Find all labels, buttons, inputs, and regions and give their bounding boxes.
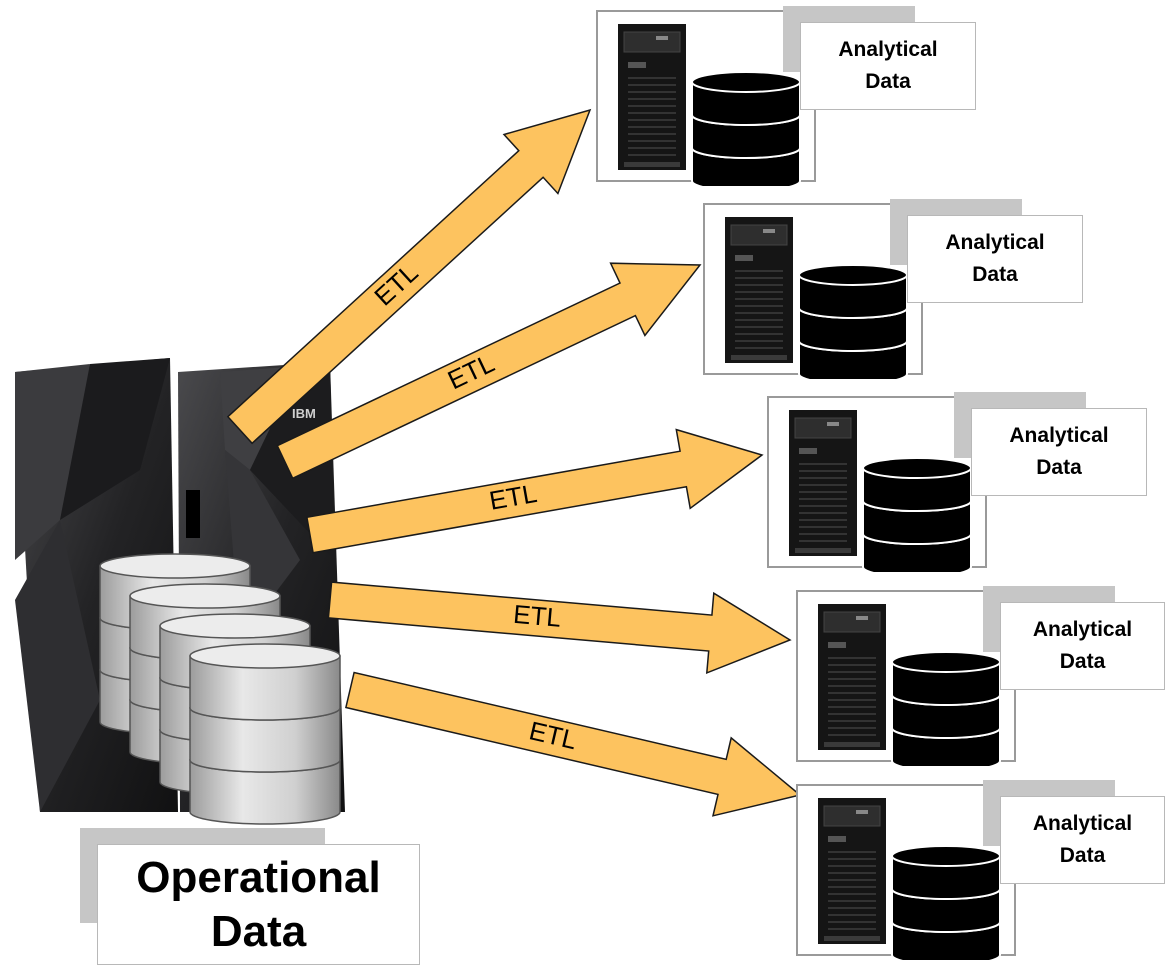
analytical-data-label: Analytical Data <box>907 215 1083 303</box>
disk-stack-4 <box>189 643 341 825</box>
database-icon <box>891 651 1001 766</box>
etl-arrow-shape <box>327 581 792 675</box>
mainframe-door-handle <box>186 490 200 538</box>
etl-arrow-4: ETL <box>327 581 792 675</box>
etl-arrow-shape <box>306 428 764 554</box>
server-tower-icon <box>789 410 857 556</box>
database-icon <box>862 457 972 572</box>
server-tower-icon <box>725 217 793 363</box>
etl-arrow-5: ETL <box>344 671 802 817</box>
database-icon <box>891 845 1001 960</box>
operational-disk-stack <box>99 553 341 825</box>
mainframe-facet <box>15 364 90 560</box>
analytical-data-label: Analytical Data <box>1000 602 1165 690</box>
analytical-server-card: Analytical Data <box>796 586 1165 766</box>
disk-top <box>99 553 251 579</box>
etl-arrow-shape <box>276 262 702 480</box>
analytical-server-card: Analytical Data <box>796 780 1165 960</box>
database-icon <box>798 264 908 379</box>
server-tower-icon <box>618 24 686 170</box>
analytical-data-label: Analytical Data <box>971 408 1147 496</box>
etl-label: ETL <box>512 599 562 633</box>
analytical-data-label: Analytical Data <box>800 22 976 110</box>
server-tower-icon <box>818 604 886 750</box>
server-tower-icon <box>818 798 886 944</box>
analytical-server-card: Analytical Data <box>767 392 1147 572</box>
database-icon <box>691 71 801 186</box>
analytical-server-card: Analytical Data <box>596 6 976 186</box>
etl-arrow-shape <box>226 108 592 445</box>
disk-segment <box>189 707 341 773</box>
disk-segment <box>189 655 341 721</box>
mainframe-illustration: IBM <box>15 358 345 825</box>
operational-data-label: Operational Data <box>97 844 420 965</box>
disk-top <box>129 583 281 609</box>
disk-top <box>189 643 341 669</box>
disk-top <box>159 613 311 639</box>
etl-arrow-3: ETL <box>306 428 764 554</box>
etl-arrow-shape <box>344 671 802 817</box>
ibm-logo: IBM <box>292 406 316 421</box>
mainframe-facet <box>60 358 170 520</box>
etl-arrow-2: ETL <box>276 262 702 480</box>
analytical-server-card: Analytical Data <box>703 199 1083 379</box>
mainframe-facet <box>15 520 100 812</box>
disk-segment <box>189 759 341 825</box>
analytical-data-label: Analytical Data <box>1000 796 1165 884</box>
